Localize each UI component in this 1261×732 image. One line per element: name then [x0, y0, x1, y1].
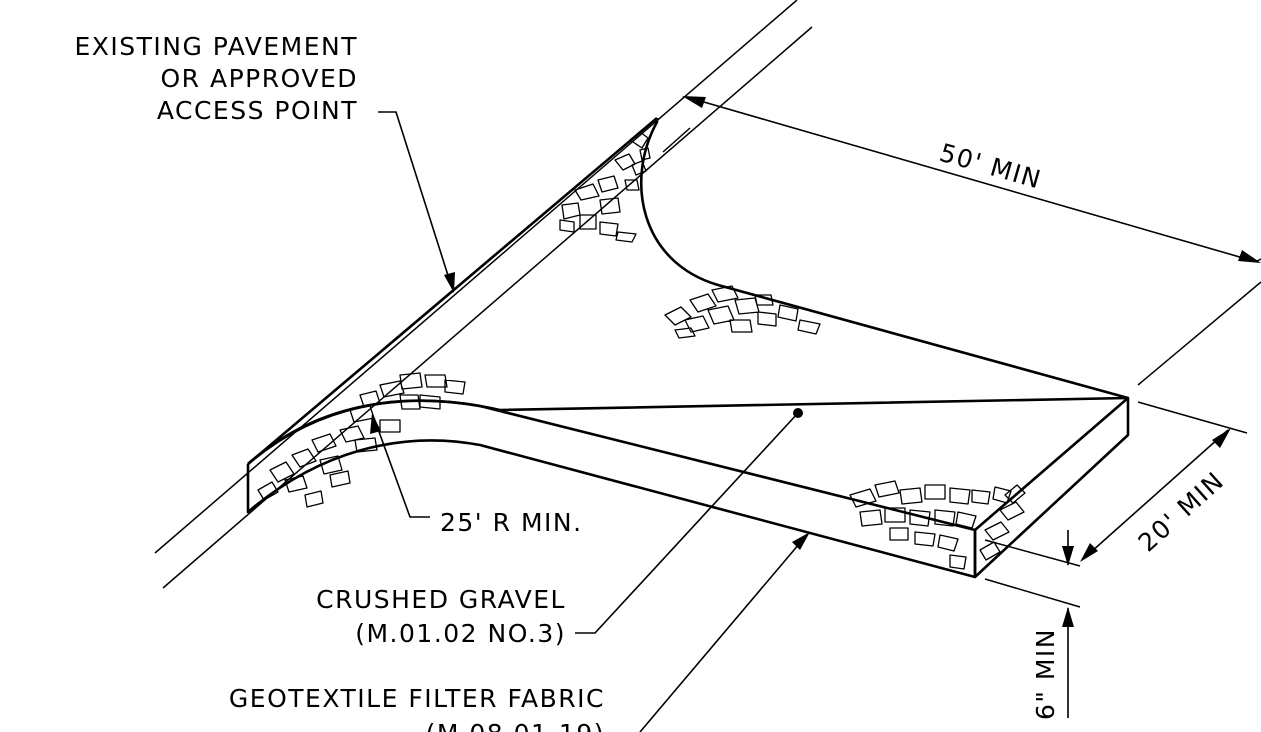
length-dimension-label: 50' MIN: [936, 138, 1045, 195]
annotations: EXISTING PAVEMENT OR APPROVED ACCESS POI…: [74, 32, 1229, 732]
fabric-label-1: GEOTEXTILE FILTER FABRIC: [229, 684, 605, 713]
radius-label: 25' R MIN.: [440, 508, 583, 537]
existing-pavement-label-3: ACCESS POINT: [157, 96, 358, 125]
fabric-label-2: (M.08.01-19): [426, 719, 605, 732]
leader-lines: [370, 111, 810, 732]
gravel-label-2: (M.01.02 NO.3): [355, 619, 566, 648]
existing-pavement-label-1: EXISTING PAVEMENT: [74, 32, 358, 61]
dimension-lines: [682, 96, 1261, 718]
depth-dimension-label: 6" MIN: [1031, 628, 1060, 720]
stone-texture: [257, 131, 1026, 570]
gravel-label-1: CRUSHED GRAVEL: [316, 585, 566, 614]
existing-pavement-label-2: OR APPROVED: [160, 64, 358, 93]
width-dimension-label: 20' MIN: [1133, 466, 1230, 558]
